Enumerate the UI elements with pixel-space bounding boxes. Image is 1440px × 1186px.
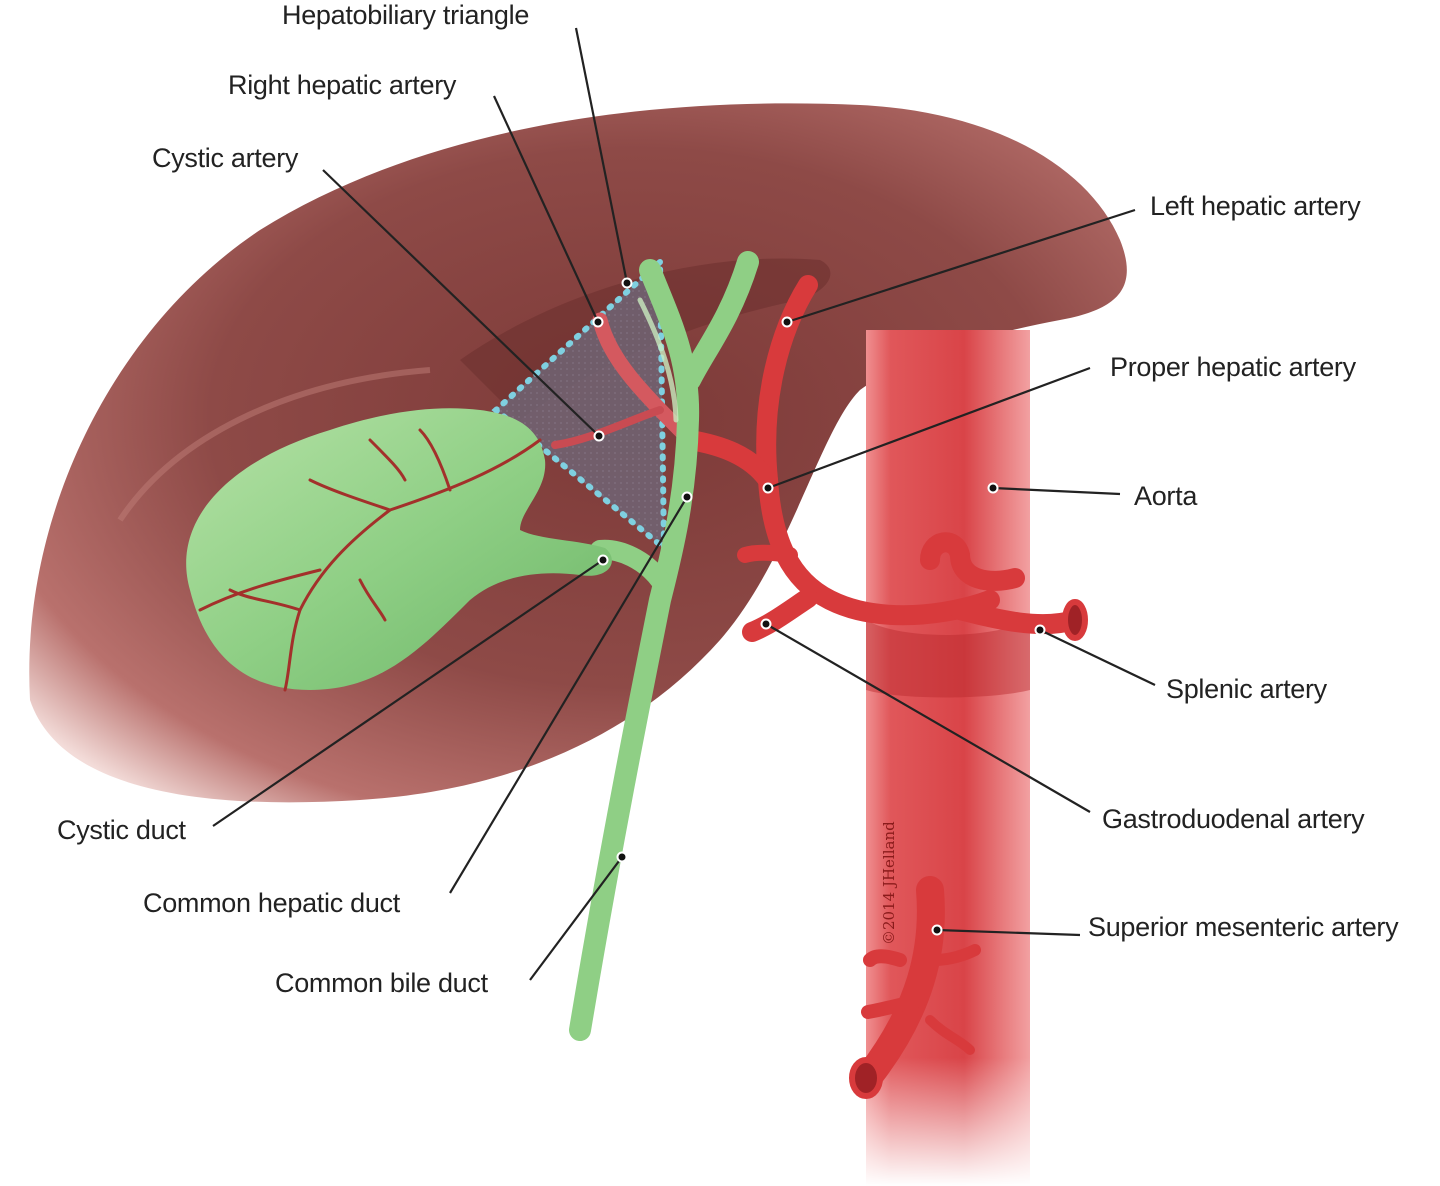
artist-signature: ©2014 JHelland [880,821,898,945]
label-common-hepatic-duct: Common hepatic duct [143,888,400,918]
leader-lines [212,27,1156,981]
label-splenic-artery: Splenic artery [1166,674,1327,704]
label-gastroduodenal-artery: Gastroduodenal artery [1102,804,1365,834]
label-right-hepatic-artery: Right hepatic artery [228,70,457,100]
label-hepatobiliary-triangle: Hepatobiliary triangle [282,0,530,30]
label-cystic-duct: Cystic duct [57,815,186,845]
label-aorta: Aorta [1134,481,1198,511]
label-superior-mesenteric-artery: Superior mesenteric artery [1088,912,1399,942]
label-proper-hepatic-artery: Proper hepatic artery [1110,352,1356,382]
label-cystic-artery: Cystic artery [152,143,299,173]
bile-ducts [569,251,759,1041]
leader-dots [592,277,1046,936]
gallbladder [186,408,612,692]
label-common-bile-duct: Common bile duct [275,968,488,998]
label-left-hepatic-artery: Left hepatic artery [1150,191,1361,221]
hepatic-arteries [551,275,1088,1099]
